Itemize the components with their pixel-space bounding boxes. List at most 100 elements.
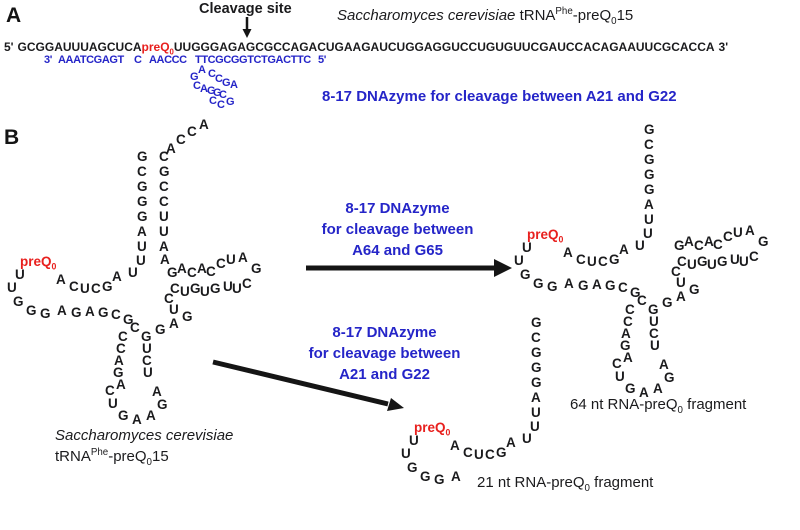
- nucleotide-A: A: [114, 353, 124, 368]
- panel-b-label: B: [4, 126, 20, 149]
- nucleotide-U: U: [409, 433, 419, 448]
- nucleotide-G: G: [547, 279, 558, 294]
- dnazyme-segment: AACCC: [149, 54, 187, 66]
- nucleotide-C: C: [206, 264, 216, 279]
- nucleotide-A: A: [169, 316, 179, 331]
- nucleotide-G: G: [531, 345, 542, 360]
- arrow2-caption-line2: for cleavage between: [308, 345, 461, 362]
- nucleotide-A: A: [112, 269, 122, 284]
- left-structure-species: Saccharomyces cerevisiae: [55, 427, 234, 444]
- nucleotide-U: U: [15, 267, 25, 282]
- nucleotide-C: C: [137, 164, 147, 179]
- arrow1-caption: 8-17 DNAzyme for cleavage between A64 an…: [295, 198, 500, 261]
- nucleotide-C: C: [116, 341, 126, 356]
- nucleotide-G: G: [531, 375, 542, 390]
- loop-nucleotide-C: C: [215, 73, 223, 85]
- nucleotide-C: C: [531, 330, 541, 345]
- nucleotide-G: G: [40, 306, 51, 321]
- nucleotide-G: G: [697, 254, 708, 269]
- nucleotide-G: G: [98, 305, 109, 320]
- nucleotide-G: G: [644, 122, 655, 137]
- nucleotide-A: A: [704, 234, 714, 249]
- trna-sup: Phe: [555, 6, 573, 17]
- nucleotide-G: G: [420, 469, 431, 484]
- nucleotide-G: G: [533, 276, 544, 291]
- nucleotide-G: G: [123, 312, 134, 327]
- loop-nucleotide-G: G: [222, 77, 231, 89]
- nucleotide-A: A: [159, 239, 169, 254]
- nucleotide-G: G: [496, 445, 507, 460]
- arrow1-caption-line2: for cleavage between: [321, 221, 474, 238]
- nucleotide-G: G: [141, 329, 152, 344]
- arrow1-caption-line1: 8-17 DNAzyme: [345, 200, 450, 217]
- arrow2-caption: 8-17 DNAzyme for cleavage between A21 an…: [282, 322, 487, 385]
- nucleotide-C: C: [159, 149, 169, 164]
- nucleotide-G: G: [620, 338, 631, 353]
- nucleotide-G: G: [662, 295, 673, 310]
- nucleotide-U: U: [530, 419, 540, 434]
- nucleotide-G: G: [167, 265, 178, 280]
- nucleotide-U: U: [649, 314, 659, 329]
- nucleotide-G: G: [630, 285, 641, 300]
- nucleotide-U: U: [226, 252, 236, 267]
- nucleotide-U: U: [180, 284, 190, 299]
- nucleotide-U: U: [401, 446, 411, 461]
- nucleotide-C: C: [164, 291, 174, 306]
- nucleotide-G: G: [137, 209, 148, 224]
- loop-nucleotide-C: C: [219, 89, 227, 101]
- nucleotide-A: A: [623, 350, 633, 365]
- loop-nucleotide-G: G: [207, 85, 216, 97]
- nucleotide-G: G: [625, 381, 636, 396]
- nucleotide-C: C: [576, 252, 586, 267]
- nucleotide-G: G: [531, 315, 542, 330]
- nucleotide-G: G: [648, 302, 659, 317]
- preq0-label-trna-full: preQ0: [20, 254, 57, 272]
- nucleotide-U: U: [730, 252, 740, 267]
- nucleotide-A: A: [137, 224, 147, 239]
- nucleotide-U: U: [615, 369, 625, 384]
- dnazyme-segment: 5': [318, 54, 326, 66]
- nucleotide-U: U: [159, 224, 169, 239]
- nucleotide-C: C: [242, 276, 252, 291]
- nucleotide-G: G: [137, 179, 148, 194]
- nucleotide-U: U: [650, 338, 660, 353]
- nucleotide-C: C: [485, 447, 495, 462]
- nucleotide-G: G: [155, 322, 166, 337]
- nucleotide-G: G: [26, 303, 37, 318]
- nucleotide-A: A: [621, 326, 631, 341]
- left-structure-name: tRNAPhe-preQ015: [55, 447, 169, 468]
- nucleotide-A: A: [619, 242, 629, 257]
- nucleotide-U: U: [128, 265, 138, 280]
- nucleotide-G: G: [689, 282, 700, 297]
- nucleotide-G: G: [644, 182, 655, 197]
- nucleotide-C: C: [216, 256, 226, 271]
- nucleotide-C: C: [91, 281, 101, 296]
- nucleotide-U: U: [474, 447, 484, 462]
- nucleotide-C: C: [176, 132, 186, 147]
- nucleotide-A: A: [160, 252, 170, 267]
- loop-nucleotide-C: C: [217, 99, 225, 111]
- nucleotide-C: C: [111, 307, 121, 322]
- nucleotide-A: A: [85, 304, 95, 319]
- nucleotide-U: U: [137, 239, 147, 254]
- dnazyme-segment: AAATCGAGT: [58, 54, 124, 66]
- rna-5-prime: 5': [4, 40, 14, 54]
- nucleotide-C: C: [723, 229, 733, 244]
- nucleotide-C: C: [463, 445, 473, 460]
- preq0-label-fragment-21nt: preQ0: [414, 420, 451, 438]
- nucleotide-G: G: [182, 309, 193, 324]
- nucleotide-C: C: [142, 353, 152, 368]
- nucleotide-U: U: [80, 281, 90, 296]
- nucleotide-C: C: [749, 249, 759, 264]
- nucleotide-A: A: [531, 390, 541, 405]
- nucleotide-G: G: [157, 397, 168, 412]
- nucleotide-U: U: [687, 257, 697, 272]
- arrow-a64-g65: [306, 259, 512, 277]
- nucleotide-U: U: [676, 275, 686, 290]
- nucleotide-U: U: [169, 302, 179, 317]
- nucleotide-U: U: [514, 253, 524, 268]
- rna-seq-part1: GCGGAUUUAGCUCA: [17, 40, 142, 54]
- cleavage-site-label: Cleavage site: [199, 1, 292, 17]
- nucleotide-A: A: [564, 276, 574, 291]
- nucleotide-G: G: [137, 194, 148, 209]
